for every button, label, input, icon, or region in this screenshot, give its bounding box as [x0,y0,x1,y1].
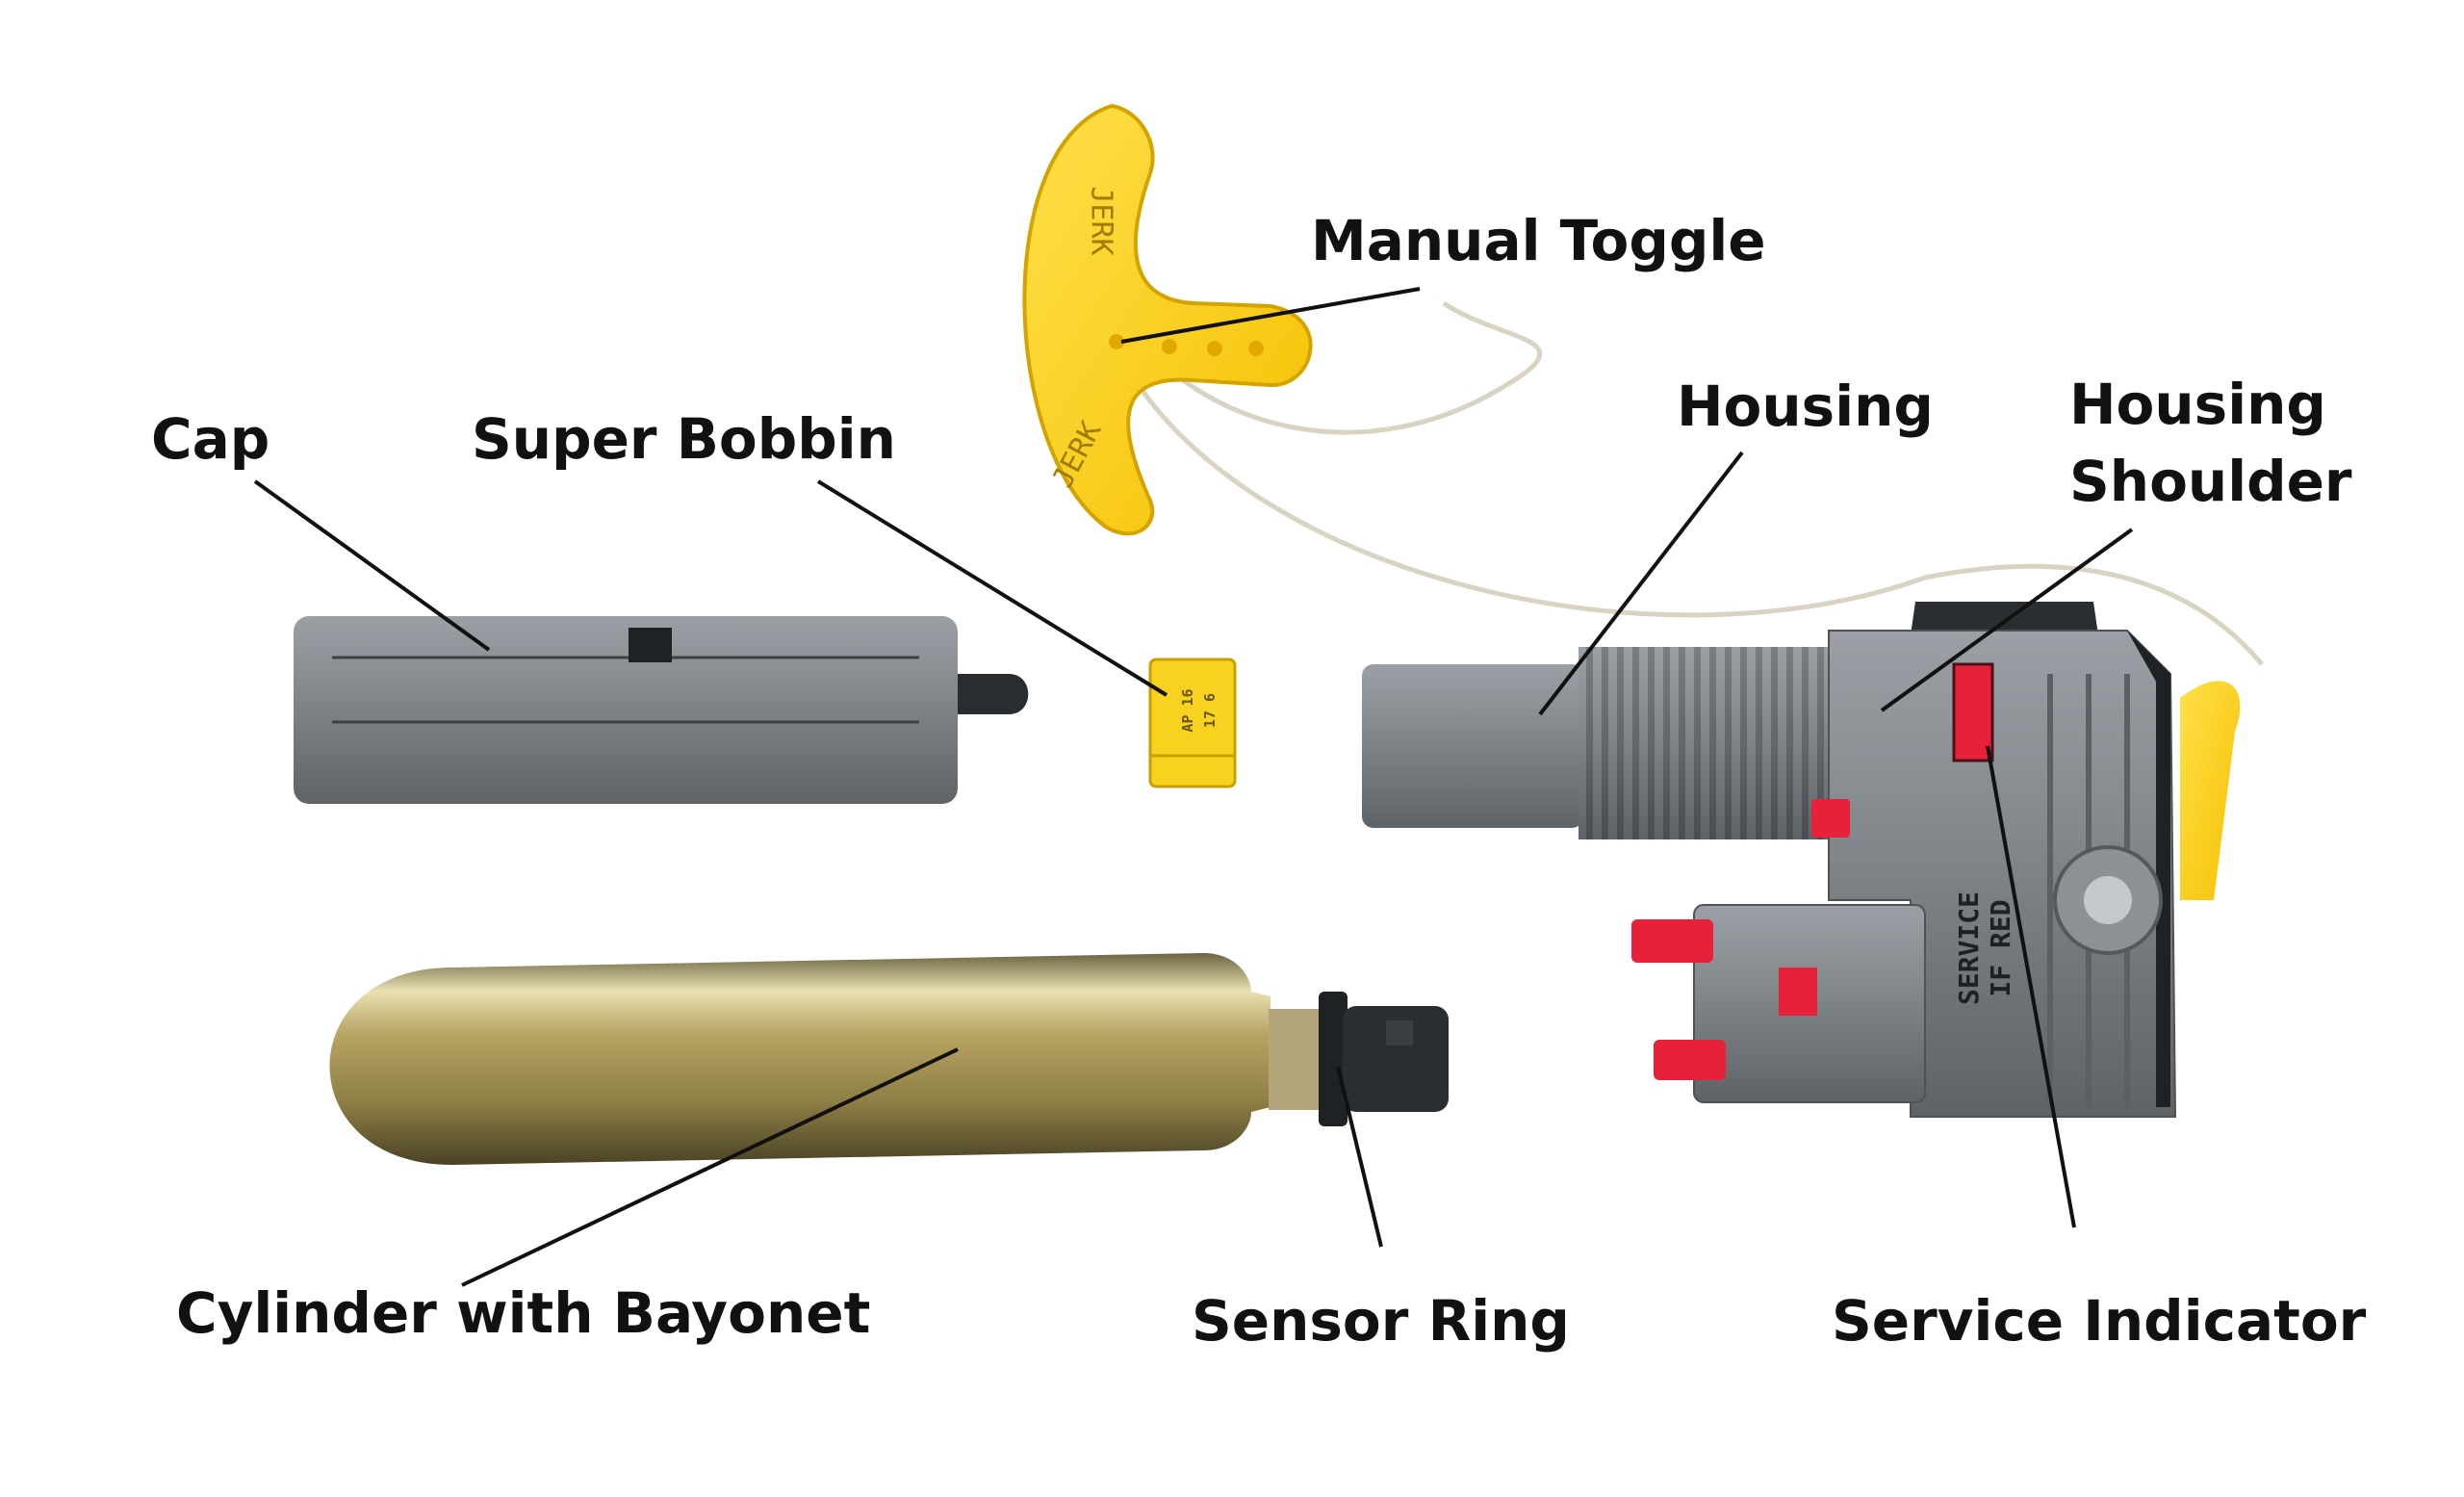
cap-part [294,616,1029,804]
leader-housing-shoulder [1880,528,2134,712]
service-indicator-label: Service Indicator [1832,1288,2367,1354]
leader-service-indicator [1986,745,2076,1228]
leader-lines [253,287,2134,1287]
leader-cap [253,479,491,652]
sensor-ring-label: Sensor Ring [1192,1288,1570,1354]
bobbin-marking-line1: AP 16 [1179,688,1196,732]
service-marking-line1: SERVICE [1953,891,1985,1005]
leader-cylinder-with-bayonet [461,1047,959,1287]
super-bobbin-label: Super Bobbin [472,406,896,472]
manual-toggle-part [1022,103,2264,666]
service-marking-line2: IF RED [1985,899,2016,996]
leader-super-bobbin [816,479,1168,697]
toggle-marking-top: JERK [1084,186,1118,256]
leader-manual-toggle [1120,287,1421,344]
leader-housing [1538,451,1744,716]
manual-toggle-label: Manual Toggle [1311,208,1766,273]
housing-part: SERVICE IF RED [1362,602,2241,1118]
super-bobbin-part: AP 16 17 6 [1148,658,1237,788]
housing-shoulder-label: Housing Shoulder [2069,372,2352,515]
housing-label: Housing [1677,374,1934,439]
bobbin-marking-line2: 17 6 [1201,693,1219,728]
leader-sensor-ring [1336,1066,1383,1248]
cap-label: Cap [151,406,270,472]
cylinder-part [329,953,1449,1165]
cylinder-with-bayonet-label: Cylinder with Bayonet [176,1280,871,1346]
